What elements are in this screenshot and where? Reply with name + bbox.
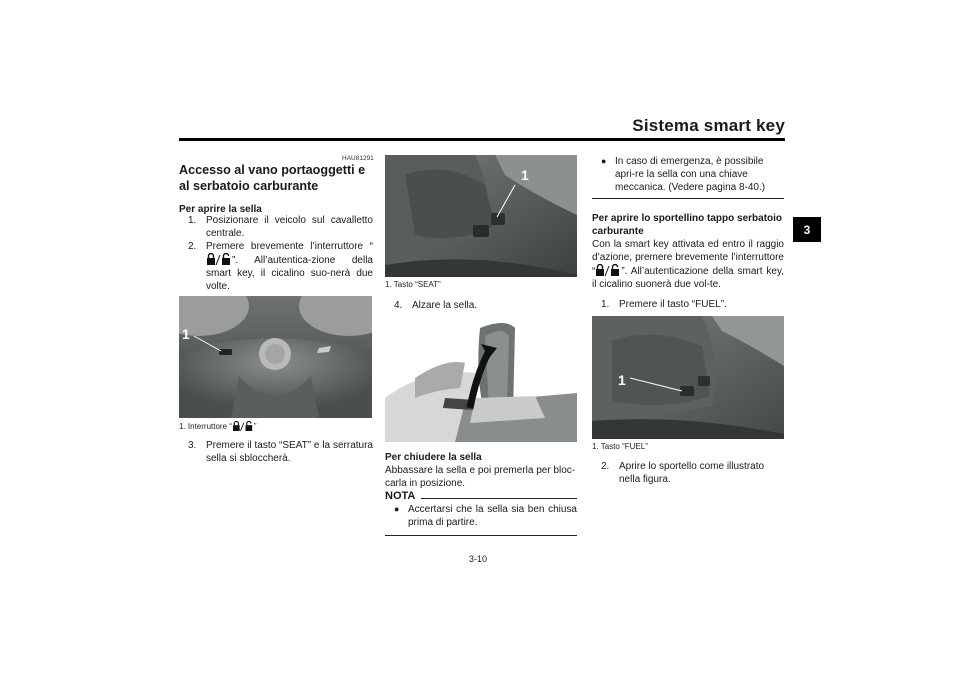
step-text: Posizionare il veicolo sul cavalletto ce… <box>206 215 373 239</box>
step-2: 2. Premere brevemente l’interruttore “ ”.… <box>188 240 373 293</box>
lock-unlock-icon <box>207 253 230 265</box>
step-text: Aprire lo sportello come illustrato nell… <box>619 461 765 485</box>
subhead-open-seat: Per aprire la sella <box>179 204 262 215</box>
emergency-bullet: ● In caso di emergenza, è possibile apri-… <box>601 155 784 194</box>
step-text-b: ”. All’autentica-zione della smart key, … <box>206 255 373 292</box>
step-1: 1. Posizionare il veicolo sul cavalletto … <box>188 214 373 240</box>
step-number: 2. <box>188 241 197 252</box>
fuel-step-1: 1. Premere il tasto “FUEL”. <box>601 298 784 311</box>
bullet-icon: ● <box>394 504 400 514</box>
bullet-icon: ● <box>601 156 607 166</box>
step-text: Premere il tasto “FUEL”. <box>619 299 727 310</box>
chapter-tab: 3 <box>793 217 821 242</box>
header-rule <box>179 138 785 141</box>
figure-callout: 1 <box>521 167 529 183</box>
section-title: Accesso al vano portaoggetti e al serbat… <box>179 163 366 193</box>
page-number: 3-10 <box>469 554 488 564</box>
nota-end-rule <box>592 198 784 199</box>
step-text: Premere il tasto “SEAT” e la serratura s… <box>206 440 373 464</box>
step-number: 4. <box>394 300 403 311</box>
nota-label: NOTA <box>385 490 416 502</box>
subhead-close-seat: Per chiudere la sella <box>385 452 482 463</box>
step-4: 4. Alzare la sella. <box>394 299 577 312</box>
subhead-fuel-lid: Per aprire lo sportellino tappo serbatoi… <box>592 213 783 237</box>
step-3: 3. Premere il tasto “SEAT” e la serratura… <box>188 439 373 465</box>
para-text-b: ”. All’autenticazione della smart key, i… <box>592 266 784 290</box>
fuel-photo <box>592 316 784 439</box>
step-number: 1. <box>601 299 610 310</box>
figure-raised-seat <box>385 318 577 442</box>
para-text-a: Con la smart key attivata ed entro il ra… <box>592 239 784 277</box>
page-header-title: Sistema smart key <box>632 116 785 135</box>
seat-photo <box>385 155 577 277</box>
bullet-text: Accertarsi che la sella sia ben chiusa p… <box>408 504 577 528</box>
handlebar-photo <box>179 296 372 418</box>
step-text-a: Premere brevemente l’interruttore “ <box>206 241 373 252</box>
figure-handlebar-switch: 1 <box>179 296 372 418</box>
figure-fuel-button: 1 <box>592 316 784 439</box>
figure-caption: 1. Tasto “FUEL” <box>592 442 648 451</box>
figure-callout: 1 <box>182 326 190 342</box>
figure-seat-button: 1 <box>385 155 577 277</box>
bullet-text: In caso di emergenza, è possibile apri-r… <box>615 156 766 193</box>
caption-text-b: ” <box>253 422 257 431</box>
lock-unlock-icon <box>232 421 253 431</box>
figure-caption: 1. Tasto “SEAT” <box>385 280 441 289</box>
nota-rule <box>421 498 577 499</box>
section-code: HAU81291 <box>342 155 374 162</box>
nota-bullet: ● Accertarsi che la sella sia ben chiusa … <box>394 503 577 529</box>
raised-seat-illustration <box>385 318 577 442</box>
caption-text-a: 1. Interruttore “ <box>179 422 232 431</box>
figure-caption: 1. Interruttore “ ” <box>179 421 257 431</box>
step-number: 1. <box>188 215 197 226</box>
nota-end-rule <box>385 535 577 536</box>
step-number: 3. <box>188 440 197 451</box>
figure-callout: 1 <box>618 372 626 388</box>
fuel-step-2: 2. Aprire lo sportello come illustrato ne… <box>601 460 784 486</box>
close-seat-paragraph: Abbassare la sella e poi premerla per bl… <box>385 465 576 489</box>
step-number: 2. <box>601 461 610 472</box>
lock-unlock-icon <box>596 264 620 276</box>
fuel-paragraph: Con la smart key attivata ed entro il ra… <box>592 238 784 291</box>
step-text: Alzare la sella. <box>412 300 478 311</box>
